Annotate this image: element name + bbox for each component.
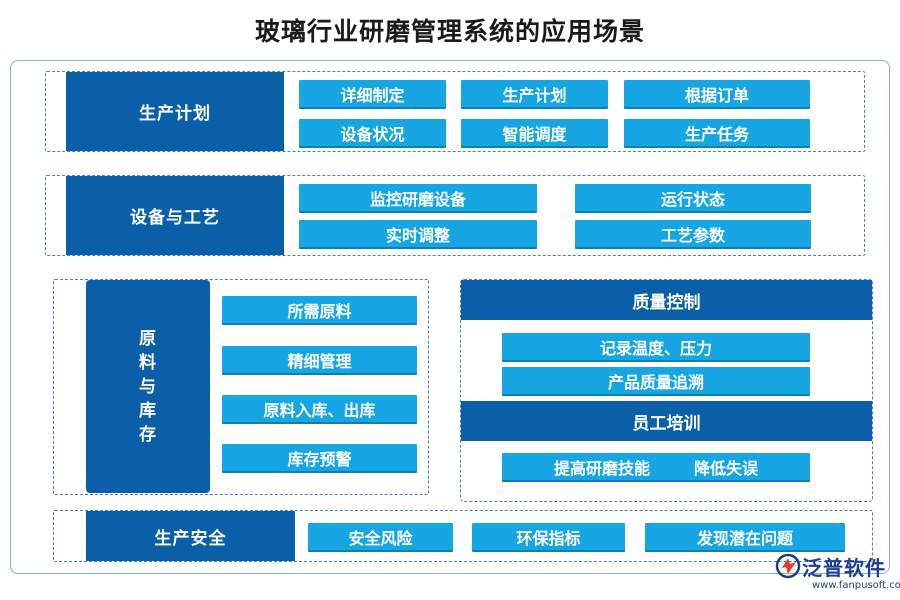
equipment-process-item: 监控研磨设备 — [299, 184, 537, 211]
production-plan-item: 生产计划 — [461, 80, 608, 107]
production-safety-item: 发现潜在问题 — [645, 523, 845, 550]
materials-item: 库存预警 — [222, 444, 417, 471]
fanpu-logo-icon — [775, 553, 801, 579]
staff-training-text: 提高研磨技能 — [553, 458, 650, 478]
heading-char: 与 — [139, 376, 157, 397]
production-plan-section — [45, 71, 865, 152]
quality-control-heading: 质量控制 — [461, 280, 872, 320]
staff-training-text: 降低失误 — [693, 458, 758, 478]
production-plan-item: 详细制定 — [299, 80, 446, 107]
main-frame — [10, 60, 890, 574]
heading-char: 库 — [139, 400, 157, 421]
materials-item: 原料入库、出库 — [222, 395, 417, 422]
materials-item: 精细管理 — [222, 346, 417, 373]
quality-control-item: 记录温度、压力 — [502, 333, 810, 360]
production-plan-item: 智能调度 — [461, 119, 608, 146]
equipment-process-item: 实时调整 — [299, 220, 537, 247]
equipment-process-heading: 设备与工艺 — [66, 176, 284, 255]
production-plan-item: 设备状况 — [299, 119, 446, 146]
quality-training-section — [460, 279, 873, 502]
materials-inventory-section — [53, 279, 429, 495]
equipment-process-item: 运行状态 — [575, 184, 811, 211]
heading-char: 料 — [139, 352, 157, 373]
staff-training-heading: 员工培训 — [461, 401, 872, 441]
page-title: 玻璃行业研磨管理系统的应用场景 — [254, 17, 645, 46]
production-safety-item: 安全风险 — [308, 523, 453, 550]
logo-name: 泛普软件 — [802, 556, 886, 580]
heading-char: 原 — [139, 328, 157, 349]
logo-url: www.fanpusoft.com — [812, 580, 900, 591]
production-safety-heading: 生产安全 — [86, 511, 295, 561]
equipment-process-item: 工艺参数 — [575, 220, 811, 247]
production-plan-item: 根据订单 — [624, 80, 810, 107]
production-plan-item: 生产任务 — [624, 119, 810, 146]
materials-item: 所需原料 — [222, 296, 417, 323]
equipment-process-section — [45, 175, 865, 256]
production-plan-heading: 生产计划 — [66, 72, 284, 151]
staff-training-item: 提高研磨技能 降低失误 — [502, 453, 810, 480]
production-safety-item: 环保指标 — [472, 523, 625, 550]
materials-inventory-heading: 原 料 与 库 存 — [86, 280, 210, 493]
production-safety-section — [53, 510, 873, 562]
quality-control-item: 产品质量追溯 — [502, 367, 810, 394]
heading-char: 存 — [139, 424, 157, 445]
brand-logo: 泛普软件 www.fanpusoft.com — [774, 550, 900, 596]
